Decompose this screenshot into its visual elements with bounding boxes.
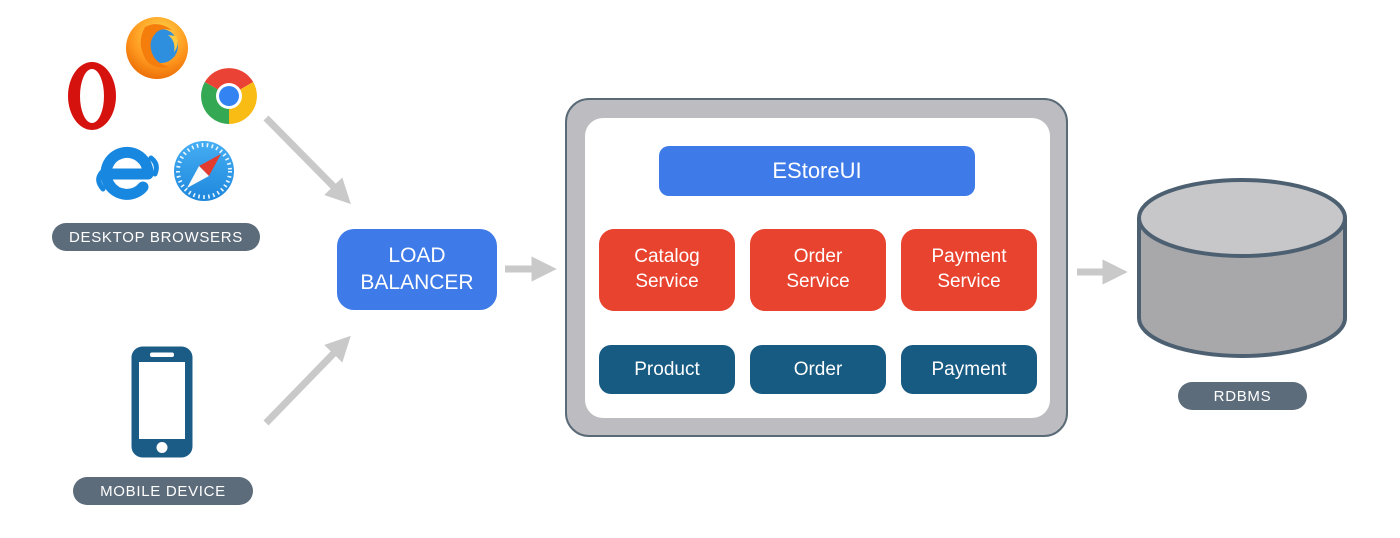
product-module-label: Product	[634, 358, 700, 380]
estoreui-label: EStoreUI	[772, 158, 862, 183]
order-service-label: Order Service	[786, 246, 850, 292]
catalog-service-label: Catalog Service	[634, 246, 700, 292]
payment-service-box: Payment Service	[901, 229, 1037, 311]
chrome-icon	[199, 66, 259, 126]
catalog-service-box: Catalog Service	[599, 229, 735, 311]
rdbms-label-text: RDBMS	[1213, 387, 1272, 405]
safari-icon	[172, 139, 236, 203]
order-module-box: Order	[750, 345, 886, 394]
payment-service-label: Payment Service	[931, 246, 1007, 292]
load-balancer-box: LOAD BALANCER	[337, 229, 497, 310]
mobile-device-label-text: MOBILE DEVICE	[100, 482, 226, 500]
order-module-label: Order	[793, 358, 843, 380]
desktop-browsers-label-text: DESKTOP BROWSERS	[68, 228, 244, 246]
internet-explorer-icon	[93, 134, 161, 202]
arrow-desktop-to-loadbalancer	[263, 115, 351, 205]
opera-icon	[66, 61, 118, 131]
database-cylinder-icon	[1135, 176, 1349, 360]
estoreui-box: EStoreUI	[659, 146, 975, 196]
arrow-mobile-to-loadbalancer	[263, 335, 351, 426]
payment-module-label: Payment	[931, 358, 1007, 380]
mobile-device-label: MOBILE DEVICE	[73, 477, 253, 505]
firefox-icon	[124, 15, 190, 81]
payment-module-box: Payment	[901, 345, 1037, 394]
order-service-box: Order Service	[750, 229, 886, 311]
desktop-browsers-label: DESKTOP BROWSERS	[52, 223, 260, 251]
load-balancer-label: LOAD BALANCER	[360, 244, 474, 294]
rdbms-label: RDBMS	[1178, 382, 1307, 410]
smartphone-icon	[130, 345, 194, 459]
product-module-box: Product	[599, 345, 735, 394]
